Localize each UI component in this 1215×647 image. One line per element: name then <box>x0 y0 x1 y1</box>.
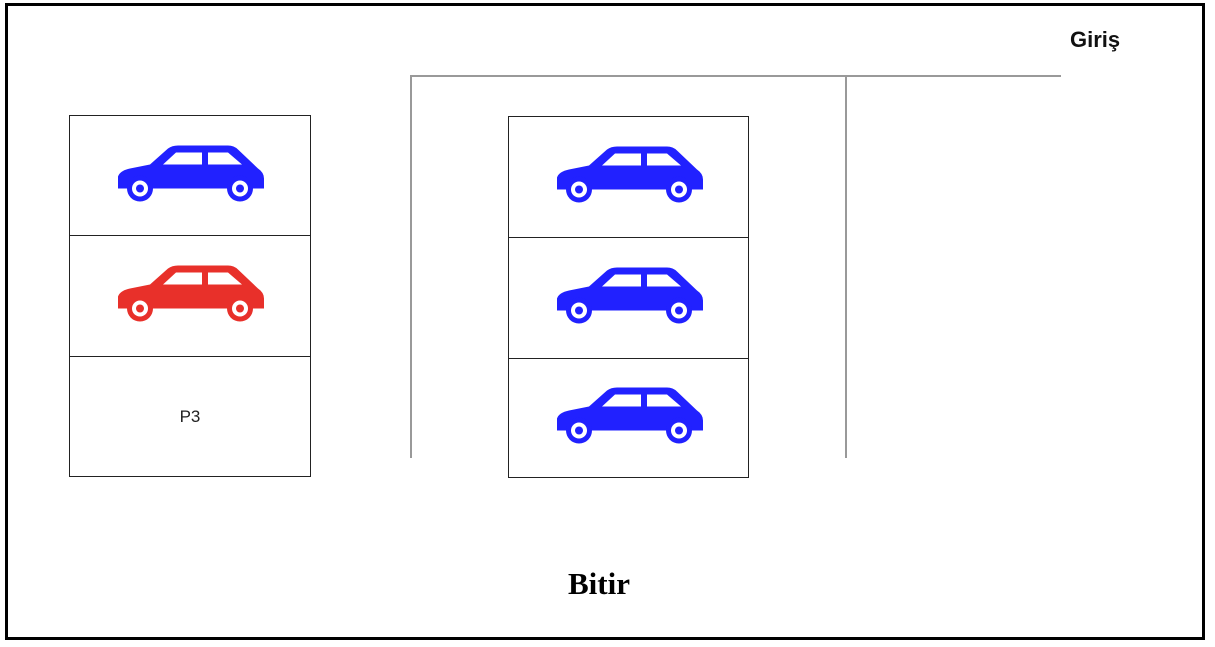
road-top-line <box>410 75 1061 77</box>
parking-slot-p6[interactable]: P6 <box>508 358 749 478</box>
car-icon-wrap <box>116 265 264 328</box>
finish-button[interactable]: Bitir <box>568 566 630 601</box>
car-icon <box>556 146 703 203</box>
road-left-line <box>410 75 412 458</box>
parking-slot-p3[interactable]: P3 <box>69 356 311 477</box>
parking-slot-p1[interactable]: P1 <box>69 115 311 236</box>
car-icon <box>118 265 264 322</box>
car-icon-wrap <box>116 144 264 207</box>
slot-label: P3 <box>179 406 201 426</box>
parking-slot-p5[interactable]: P5 <box>508 237 749 359</box>
car-icon-wrap <box>555 146 703 209</box>
car-icon <box>118 145 264 201</box>
parking-slot-p4[interactable]: P4 <box>508 116 749 238</box>
entry-label: Giriş <box>1070 27 1121 52</box>
car-icon <box>556 387 703 444</box>
parking-slot-p2[interactable]: P2 <box>69 235 311 357</box>
canvas-frame <box>5 3 1205 640</box>
car-icon-wrap <box>555 387 703 450</box>
road-right-line <box>845 75 847 458</box>
car-icon <box>556 267 703 324</box>
car-icon-wrap <box>555 267 703 330</box>
